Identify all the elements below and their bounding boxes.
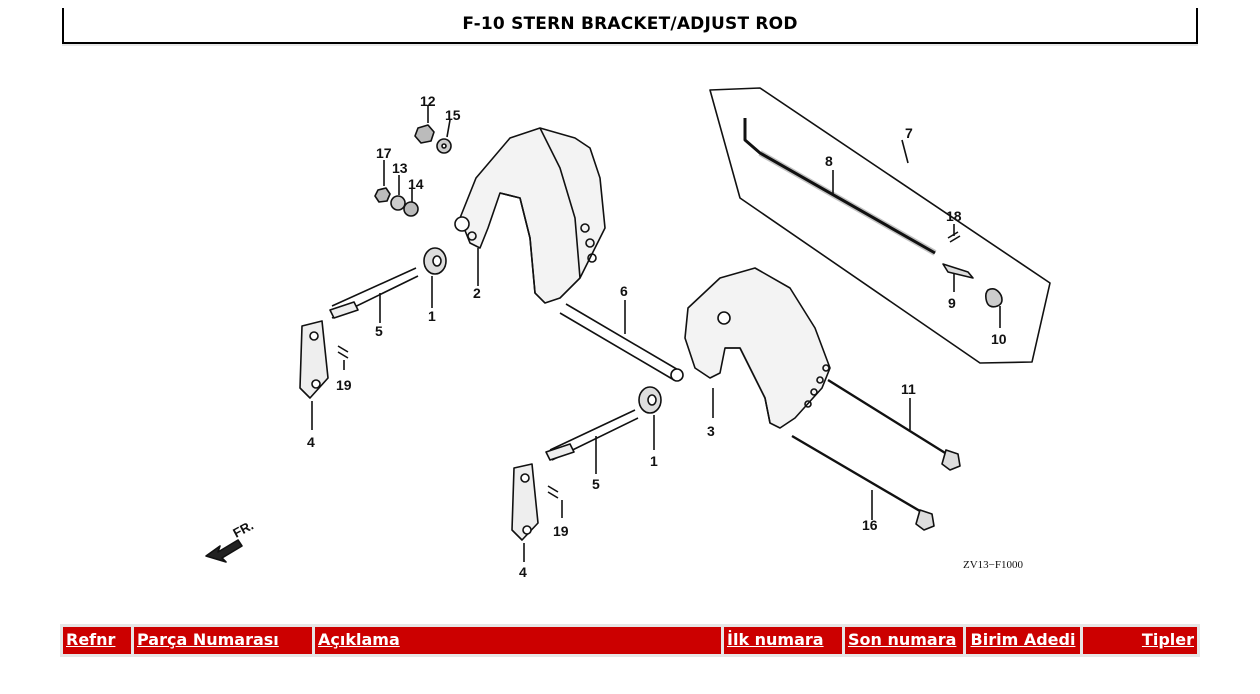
sort-part-number-link[interactable]: Parça Numarası bbox=[137, 630, 279, 649]
callout-17: 17 bbox=[376, 145, 392, 161]
drawing-code: ZV13−F1000 bbox=[963, 559, 1023, 571]
parts-table: Refnr Parça Numarası Açıklama İlk numara… bbox=[60, 624, 1200, 657]
part-12 bbox=[414, 124, 435, 144]
tube-6 bbox=[559, 303, 681, 381]
part-17 bbox=[374, 187, 391, 203]
callout-6: 6 bbox=[620, 283, 628, 299]
callout-1a: 1 bbox=[428, 308, 436, 324]
adjust-rod bbox=[743, 118, 936, 255]
callout-19a: 19 bbox=[336, 377, 352, 393]
sort-first-number-link[interactable]: İlk numara bbox=[727, 630, 824, 649]
leader-7 bbox=[901, 139, 909, 164]
part-10 bbox=[985, 288, 1003, 308]
callout-13: 13 bbox=[392, 160, 408, 176]
title-bar: F-10 STERN BRACKET/ADJUST ROD bbox=[62, 8, 1198, 44]
col-first-number: İlk numara bbox=[724, 627, 842, 654]
parts-diagram: 12 15 17 13 14 2 1 5 19 4 6 7 8 18 9 10 … bbox=[180, 78, 1060, 588]
callout-2: 2 bbox=[473, 285, 481, 301]
col-unit-qty: Birim Adedi bbox=[966, 627, 1080, 654]
callout-10: 10 bbox=[991, 331, 1007, 347]
col-types: Tipler bbox=[1083, 627, 1197, 654]
sort-description-link[interactable]: Açıklama bbox=[318, 630, 400, 649]
parts-diagram-svg: 12 15 17 13 14 2 1 5 19 4 6 7 8 18 9 10 … bbox=[205, 87, 1051, 580]
sort-types-link[interactable]: Tipler bbox=[1141, 630, 1194, 649]
stern-bracket-left bbox=[459, 127, 606, 304]
part-14 bbox=[403, 201, 419, 217]
callout-7: 7 bbox=[905, 125, 913, 141]
callout-9: 9 bbox=[948, 295, 956, 311]
callout-15: 15 bbox=[445, 107, 461, 123]
callout-4b: 4 bbox=[519, 564, 527, 580]
callout-5a: 5 bbox=[375, 323, 383, 339]
col-description: Açıklama bbox=[315, 627, 721, 654]
sort-refnr-link[interactable]: Refnr bbox=[66, 630, 116, 649]
kit-outline bbox=[709, 87, 1051, 364]
part-13 bbox=[390, 195, 406, 211]
col-last-number: Son numara bbox=[845, 627, 963, 654]
callout-19b: 19 bbox=[553, 523, 569, 539]
pin-19b bbox=[547, 485, 559, 499]
col-refnr: Refnr bbox=[63, 627, 131, 654]
page-title: F-10 STERN BRACKET/ADJUST ROD bbox=[462, 14, 798, 34]
callout-3: 3 bbox=[707, 423, 715, 439]
parts-table-header-row: Refnr Parça Numarası Açıklama İlk numara… bbox=[63, 627, 1197, 654]
callout-11: 11 bbox=[901, 381, 916, 397]
pin-19a bbox=[337, 345, 349, 359]
part-9 bbox=[942, 263, 974, 279]
callout-12: 12 bbox=[420, 93, 436, 109]
sort-unit-qty-link[interactable]: Birim Adedi bbox=[970, 630, 1076, 649]
callout-1b: 1 bbox=[650, 453, 658, 469]
callout-4a: 4 bbox=[307, 434, 315, 450]
callout-14: 14 bbox=[408, 176, 424, 192]
col-part-number: Parça Numarası bbox=[134, 627, 312, 654]
front-direction-label: FR. bbox=[230, 518, 256, 541]
bolt-11 bbox=[827, 378, 951, 458]
front-direction-arrow-icon bbox=[205, 539, 243, 563]
callout-5b: 5 bbox=[592, 476, 600, 492]
callout-8: 8 bbox=[825, 153, 833, 169]
sort-last-number-link[interactable]: Son numara bbox=[848, 630, 957, 649]
part-18 bbox=[947, 231, 961, 243]
callout-16: 16 bbox=[862, 517, 878, 533]
link-4a bbox=[299, 320, 329, 399]
bolt-16 bbox=[791, 434, 926, 516]
stern-bracket-right bbox=[684, 267, 831, 429]
callout-18: 18 bbox=[946, 208, 962, 224]
